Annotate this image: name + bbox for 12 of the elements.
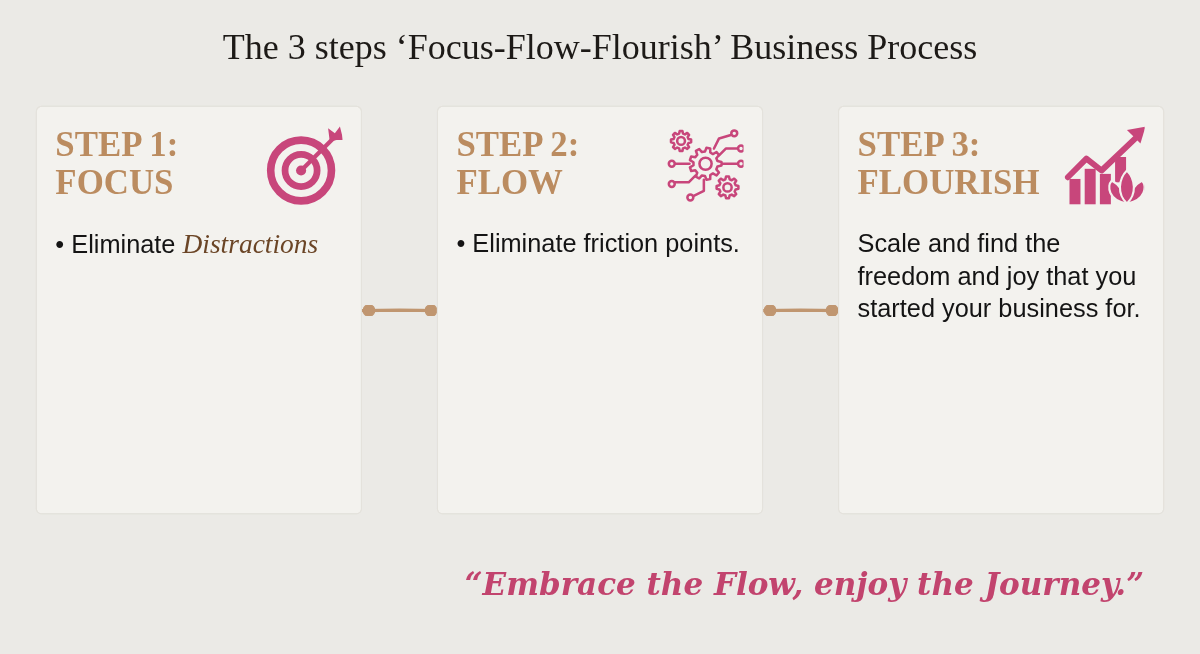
step-heading: STEP 2: FLOW	[456, 125, 580, 202]
step-card	[35, 105, 362, 515]
step-description: • Eliminate Distractions	[55, 227, 320, 262]
step-heading: STEP 1: FOCUS	[55, 125, 179, 202]
quote-text: “Embrace the Flow, enjoy the Journey.”	[464, 566, 1144, 602]
step-description: Scale and find the freedom and joy that you started your business for.	[857, 227, 1142, 326]
step-heading: STEP 3: FLOURISH	[857, 125, 1040, 202]
connector	[361, 304, 438, 317]
title: The 3 steps ‘Focus-Flow-Flourish’ Business Process	[222, 27, 978, 67]
step-card	[436, 105, 764, 515]
step-card	[838, 105, 1165, 515]
step-description: • Eliminate friction points.	[456, 227, 741, 260]
